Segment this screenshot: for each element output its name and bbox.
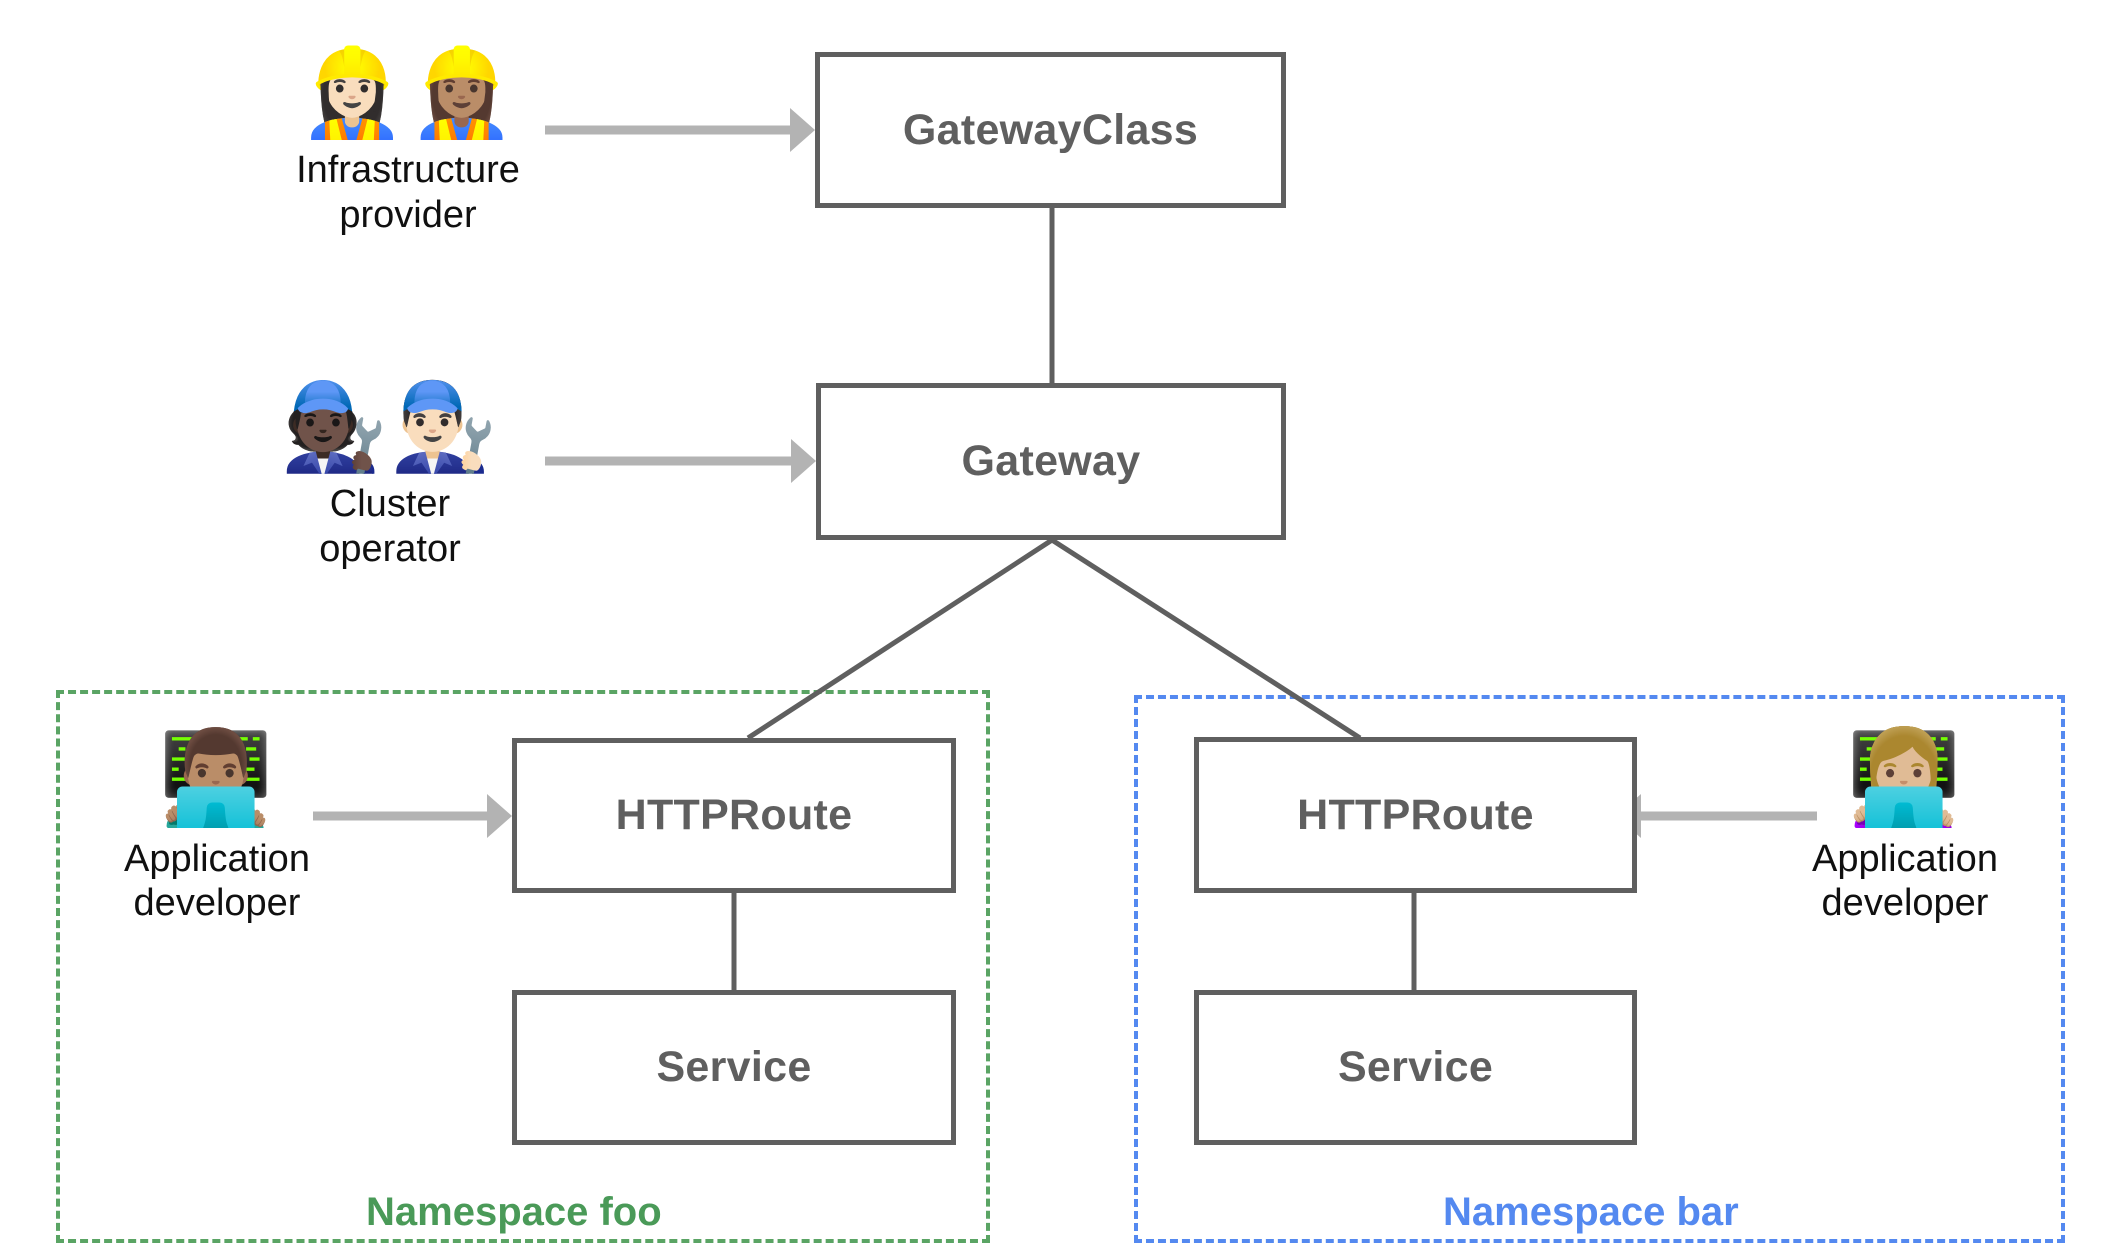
arrow-infraprovider-to-gatewayclass <box>545 108 815 152</box>
node-gatewayclass[interactable]: GatewayClass <box>815 52 1286 208</box>
persona-cluster-operator-label: Cluster operator <box>319 483 461 571</box>
namespace-bar-container <box>1134 695 2065 1243</box>
node-service-bar-label: Service <box>1337 1043 1494 1091</box>
node-gateway-label: Gateway <box>961 437 1141 485</box>
namespace-foo-label: Namespace foo <box>366 1190 662 1234</box>
arrow-appdev-to-httproute-foo <box>313 794 512 838</box>
node-httproute-foo-label: HTTPRoute <box>615 791 853 839</box>
connector-gateway-httproute-bar <box>1050 537 1362 741</box>
node-service-bar[interactable]: Service <box>1194 990 1637 1145</box>
arrow-appdev-to-httproute-bar <box>1616 794 1817 838</box>
persona-cluster-operator: 🧑🏿‍🔧👨🏻‍🔧 Cluster operator <box>240 382 540 572</box>
technologist-man-icon: 👨🏽‍💻 <box>158 724 276 831</box>
construction-worker-woman-icon: 👷🏻‍♀️👷🏽‍♀️ <box>298 43 518 143</box>
node-httproute-bar-label: HTTPRoute <box>1297 790 1534 839</box>
node-service-foo-label: Service <box>656 1043 812 1091</box>
persona-infrastructure-provider: 👷🏻‍♀️👷🏽‍♀️ Infrastructure provider <box>258 48 558 238</box>
persona-application-developer-bar-label: Application developer <box>1812 837 1998 925</box>
mechanic-icon: 🧑🏿‍🔧👨🏻‍🔧 <box>280 377 500 477</box>
persona-infrastructure-provider-label: Infrastructure provider <box>296 149 520 237</box>
persona-application-developer-foo: 👨🏽‍💻 Application developer <box>112 724 322 926</box>
node-httproute-bar[interactable]: HTTPRoute <box>1194 737 1637 893</box>
persona-application-developer-bar: 👩🏼‍💻 Application developer <box>1800 724 2010 926</box>
connector-gateway-httproute-foo <box>746 537 1054 741</box>
persona-application-developer-foo-label: Application developer <box>124 837 310 925</box>
namespace-foo-container <box>56 690 990 1243</box>
technologist-woman-icon: 👩🏼‍💻 <box>1846 724 1964 831</box>
namespace-bar-label: Namespace bar <box>1443 1190 1739 1234</box>
node-service-foo[interactable]: Service <box>512 990 956 1145</box>
node-gatewayclass-label: GatewayClass <box>902 105 1199 154</box>
node-httproute-foo[interactable]: HTTPRoute <box>512 738 956 893</box>
arrow-clusteroperator-to-gateway <box>545 439 816 483</box>
node-gateway[interactable]: Gateway <box>816 383 1286 540</box>
